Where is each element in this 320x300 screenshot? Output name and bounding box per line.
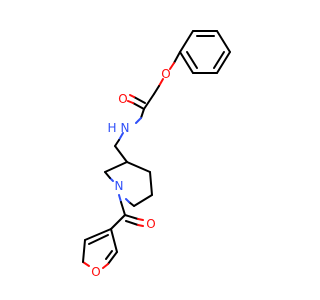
phenoxy-linker — [143, 51, 181, 110]
furoyl-carbonyl — [110, 194, 144, 230]
benzene-ring — [179, 30, 231, 74]
amide-hydrogen-label: H — [107, 121, 116, 135]
molecule-structure: O O N H N O O — [82, 30, 231, 279]
phenoxy-oxygen-label: O — [161, 67, 170, 81]
amide-carbonyl-oxygen-label: O — [118, 92, 127, 106]
furan-oxygen-label: O — [91, 265, 100, 279]
furan-ring — [82, 228, 118, 269]
furoyl-carbonyl-oxygen-label: O — [146, 217, 155, 231]
piperidine-nitrogen-label: N — [115, 179, 124, 193]
amide-nitrogen-label: N — [121, 121, 130, 135]
methylene-linker — [114, 132, 128, 163]
piperidine-ring — [104, 161, 153, 207]
amide-carbonyl — [127, 94, 146, 124]
